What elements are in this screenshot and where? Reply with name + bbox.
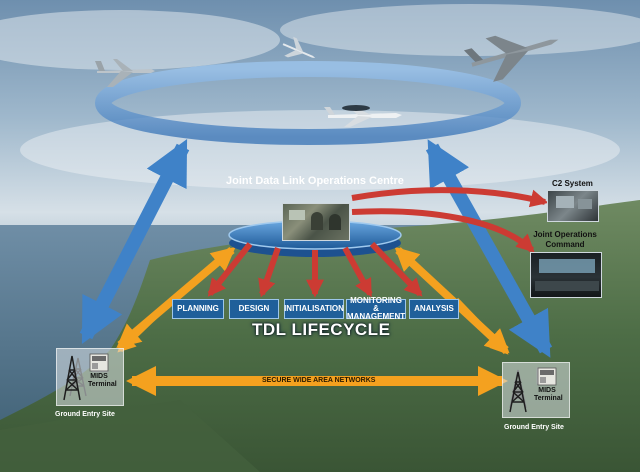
stage-monitoring-management: MONITORING & MANAGEMENT bbox=[346, 296, 406, 321]
ops-centre-photo bbox=[282, 203, 350, 241]
arrow-ring-left-site bbox=[79, 139, 190, 344]
arrow-to-analysis bbox=[369, 241, 423, 297]
eurofighter-jet-icon bbox=[95, 59, 155, 87]
arrow-to-monitoring bbox=[342, 246, 373, 298]
joint-ops-photo bbox=[530, 252, 602, 298]
stage-design: DESIGN bbox=[229, 299, 279, 319]
stage-planning: PLANNING bbox=[172, 299, 224, 319]
right-terminal-label: MIDS Terminal bbox=[534, 387, 563, 402]
stage-analysis: ANALYSIS bbox=[409, 299, 459, 319]
right-ground-site bbox=[502, 362, 570, 418]
c2-system-photo bbox=[547, 190, 599, 222]
left-site-label: Ground Entry Site bbox=[55, 411, 115, 418]
arrow-to-planning bbox=[207, 242, 253, 297]
joint-ops-label: Joint Operations Command bbox=[533, 230, 597, 249]
stage-initialisation: INITIALISATION bbox=[284, 299, 344, 319]
awacs-aircraft-icon bbox=[324, 105, 402, 127]
arrow-to-joint-ops bbox=[351, 208, 535, 253]
f16-jet-icon bbox=[463, 35, 559, 82]
ops-centre-title: Joint Data Link Operations Centre bbox=[226, 175, 404, 187]
network-label: SECURE WIDE AREA NETWORKS bbox=[262, 377, 376, 384]
arrow-to-c2-system bbox=[351, 187, 549, 208]
arrow-analysis-right-site bbox=[453, 297, 509, 355]
data-link-ring bbox=[95, 61, 521, 145]
left-ground-site bbox=[56, 348, 124, 406]
c2-system-label: C2 System bbox=[552, 179, 593, 188]
lifecycle-title: TDL LIFECYCLE bbox=[252, 320, 391, 339]
small-jet-icon bbox=[282, 36, 316, 59]
left-terminal-label: MIDS Terminal bbox=[88, 373, 117, 388]
arrow-to-design bbox=[258, 247, 281, 298]
arrow-planning-left-site bbox=[117, 297, 175, 353]
right-site-label: Ground Entry Site bbox=[504, 424, 564, 431]
